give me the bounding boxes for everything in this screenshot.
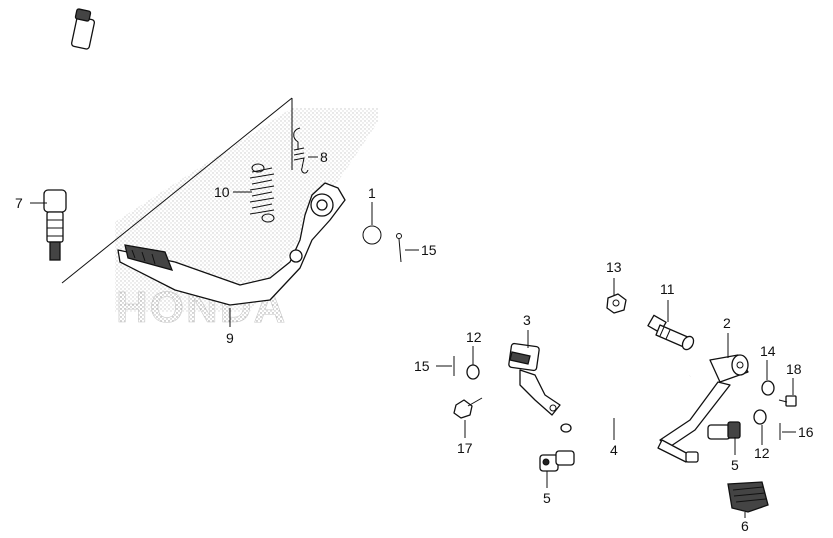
washer-14 — [761, 380, 775, 396]
cotter-pin — [396, 233, 402, 263]
leader-lines — [30, 156, 796, 518]
callout-8: 8 — [320, 149, 328, 165]
frame-line-left — [61, 97, 293, 284]
callout-4: 4 — [610, 442, 618, 458]
return-spring — [249, 163, 275, 223]
callout-7: 7 — [15, 195, 23, 211]
callout-17: 17 — [457, 440, 473, 456]
shift-rod — [560, 374, 691, 433]
callout-9: 9 — [226, 330, 234, 346]
callout-13: 13 — [606, 259, 622, 275]
flange-nut — [606, 293, 627, 314]
callout-11: 11 — [660, 281, 675, 297]
bolt-18 — [778, 395, 797, 407]
callout-16: 15 — [421, 242, 437, 258]
bolt-17 — [453, 397, 483, 419]
stud-bolt — [647, 314, 695, 351]
washer-12-left — [466, 364, 480, 380]
brake-light-switch — [43, 8, 96, 261]
callout-15-right: 16 — [798, 424, 814, 440]
backdrop-plane — [115, 108, 378, 312]
shift-arm — [508, 342, 561, 416]
callout-5-right: 5 — [731, 457, 739, 473]
callout-labels: 7 10 8 1 15 9 13 11 3 2 15 12 14 18 17 4… — [15, 149, 814, 534]
callout-14: 14 — [760, 343, 776, 359]
callout-6: 6 — [741, 518, 749, 534]
callout-3: 3 — [523, 312, 531, 328]
callout-18: 18 — [786, 361, 802, 377]
joint-5-right — [707, 421, 741, 440]
callout-2: 2 — [723, 315, 731, 331]
brake-pedal — [117, 182, 346, 306]
spring-hook — [293, 127, 309, 174]
pedal-rubber — [727, 481, 769, 513]
callout-12-right: 12 — [754, 445, 770, 461]
callout-15-left: 15 — [414, 358, 430, 374]
circlip — [362, 225, 382, 245]
callout-12-left: 12 — [466, 329, 482, 345]
washer-12-right — [753, 409, 767, 425]
callout-5-left: 5 — [543, 490, 551, 506]
joint-5-left — [539, 450, 575, 472]
callout-1: 1 — [368, 185, 376, 201]
gearshift-pedal — [657, 354, 749, 463]
callout-10: 10 — [214, 184, 230, 200]
